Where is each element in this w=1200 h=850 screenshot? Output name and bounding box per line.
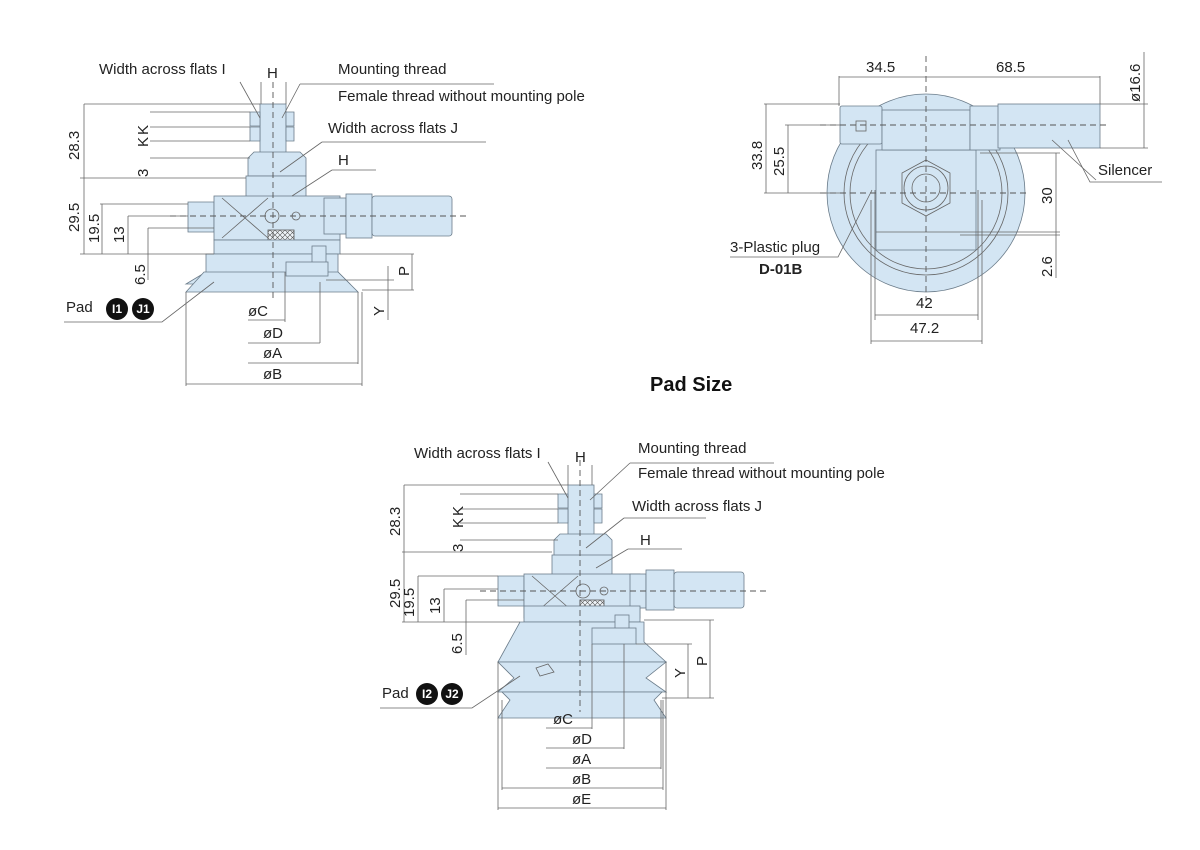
dim-oa-2: øA <box>572 751 591 768</box>
dim-ob: øB <box>263 366 282 383</box>
dim-28-3: 28.3 <box>66 131 83 160</box>
dim-oa: øA <box>263 345 282 362</box>
label-pad-2: Pad <box>382 685 409 702</box>
dim-k-2: K <box>135 137 152 147</box>
top-view: 34.5 68.5 ø16.6 Silencer 33.8 25.5 30 2.… <box>730 52 1162 344</box>
dim-oc: øC <box>248 303 268 320</box>
dim-42: 42 <box>916 295 933 312</box>
label-width-across-flats-i: Width across flats I <box>99 61 226 78</box>
label-width-across-flats-j: Width across flats J <box>328 120 458 137</box>
dim-h-top: H <box>267 65 278 82</box>
dim-13-2: 13 <box>427 597 444 614</box>
dim-k-2-2: K <box>450 518 467 528</box>
label-mounting-thread: Mounting thread <box>338 61 446 78</box>
dim-19-5: 19.5 <box>86 214 103 243</box>
dim-oe-2: øE <box>572 791 591 808</box>
dim-6-5-2: 6.5 <box>449 633 466 654</box>
svg-text:J1: J1 <box>136 302 150 316</box>
dim-h-side-2: H <box>640 532 651 549</box>
dim-47-2: 47.2 <box>910 320 939 337</box>
side-view-bellows-pad: Width across flats I Mounting thread Fem… <box>380 440 885 810</box>
dim-30: 30 <box>1039 187 1056 204</box>
section-title-pad-size: Pad Size <box>650 374 732 396</box>
label-female-thread: Female thread without mounting pole <box>338 88 585 105</box>
badge-i2: I2 <box>416 683 438 705</box>
dim-od: øD <box>263 325 283 342</box>
badge-i1: I1 <box>106 298 128 320</box>
dim-68-5: 68.5 <box>996 59 1025 76</box>
dim-29-5: 29.5 <box>66 203 83 232</box>
dim-33-8: 33.8 <box>749 141 766 170</box>
dim-ob-2: øB <box>572 771 591 788</box>
dim-od-2: øD <box>572 731 592 748</box>
label-width-across-flats-j-2: Width across flats J <box>632 498 762 515</box>
dim-h-top-2: H <box>575 449 586 466</box>
ejector-body <box>170 82 470 300</box>
label-width-across-flats-i-2: Width across flats I <box>414 445 541 462</box>
label-plug-code: D-01B <box>759 261 803 278</box>
dim-p-2: P <box>694 656 711 666</box>
svg-text:I2: I2 <box>422 687 432 701</box>
badge-j2: J2 <box>441 683 463 705</box>
dim-k-1-2: K <box>450 506 467 516</box>
dim-3-2: 3 <box>450 544 467 552</box>
dim-dia-16-6: ø16.6 <box>1127 64 1144 102</box>
dim-13: 13 <box>111 226 128 243</box>
label-plastic-plug: 3-Plastic plug <box>730 239 820 256</box>
dim-y: Y <box>371 306 388 316</box>
dim-h-side: H <box>338 152 349 169</box>
svg-text:J2: J2 <box>445 687 459 701</box>
dim-19-5-2: 19.5 <box>401 588 418 617</box>
svg-text:I1: I1 <box>112 302 122 316</box>
label-female-thread-2: Female thread without mounting pole <box>638 465 885 482</box>
dim-2-6: 2.6 <box>1039 256 1056 277</box>
dim-6-5: 6.5 <box>132 264 149 285</box>
badge-j1: J1 <box>132 298 154 320</box>
side-view-flat-pad: Width across flats I Mounting thread Fem… <box>64 61 585 386</box>
dim-p: P <box>396 266 413 276</box>
label-mounting-thread-2: Mounting thread <box>638 440 746 457</box>
label-pad: Pad <box>66 299 93 316</box>
dim-y-2: Y <box>672 668 689 678</box>
dim-25-5: 25.5 <box>771 147 788 176</box>
dim-k-1: K <box>135 125 152 135</box>
dim-3: 3 <box>135 169 152 177</box>
dim-29-5-2: 29.5 <box>387 579 404 608</box>
label-silencer: Silencer <box>1098 162 1152 179</box>
dim-34-5: 34.5 <box>866 59 895 76</box>
dim-28-3-2: 28.3 <box>387 507 404 536</box>
dim-oc-2: øC <box>553 711 573 728</box>
